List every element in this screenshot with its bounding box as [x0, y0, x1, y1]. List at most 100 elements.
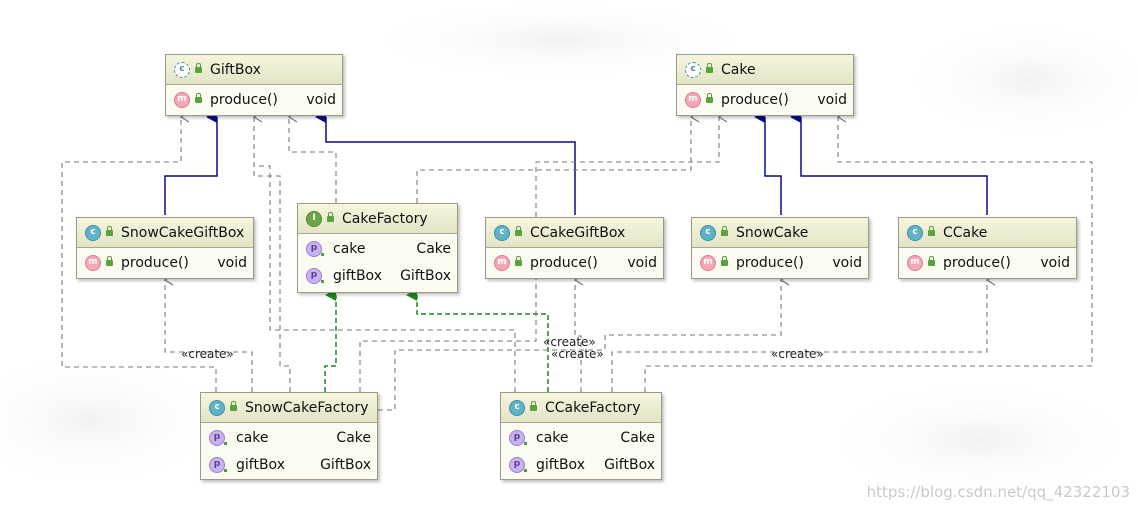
method-row[interactable]: m produce() void [677, 86, 853, 113]
method-row[interactable]: m produce() void [166, 86, 342, 113]
dep-ccakefactory-cake [644, 117, 1093, 392]
public-icon [706, 62, 713, 73]
field-icon: p [209, 429, 225, 446]
class-ccakegiftbox[interactable]: c CCakeGiftBox m produce() void [485, 217, 664, 279]
member-name: produce() [210, 91, 278, 108]
class-name: GiftBox [210, 61, 261, 78]
field-row[interactable]: p cake Cake [501, 424, 661, 451]
class-header: c GiftBox [166, 55, 342, 85]
field-icon: p [306, 240, 322, 257]
public-icon [195, 92, 202, 103]
public-icon [321, 253, 324, 256]
public-icon [327, 211, 334, 222]
method-row[interactable]: m produce() void [692, 249, 868, 276]
class-name: CCakeGiftBox [530, 224, 626, 241]
public-icon [928, 225, 935, 236]
field-row[interactable]: p cake Cake [298, 235, 457, 262]
public-icon [515, 225, 522, 236]
member-name: cake [536, 429, 569, 446]
class-ccakefactory[interactable]: c CCakeFactory p cake Cake p giftBox Gif… [500, 392, 662, 480]
public-icon [224, 469, 227, 472]
field-row[interactable]: p giftBox GiftBox [298, 262, 457, 289]
method-icon: m [494, 254, 510, 271]
method-icon: m [85, 254, 101, 271]
edge-snowcakegiftbox-giftbox [164, 111, 218, 215]
dep-snowcakefactory-giftbox-a [61, 117, 217, 392]
class-icon: c [85, 224, 101, 241]
method-row[interactable]: m produce() void [77, 249, 253, 276]
dep-ccakefactory-giftbox [254, 165, 516, 392]
member-type: void [832, 254, 862, 271]
public-icon [230, 400, 237, 411]
member-type: void [306, 91, 336, 108]
interface-icon: I [306, 210, 322, 227]
member-type: void [627, 254, 657, 271]
member-type: GiftBox [320, 456, 371, 473]
edge-snowcake-cake [754, 111, 782, 215]
member-type: GiftBox [400, 267, 451, 284]
create-label: «create» [181, 347, 234, 361]
member-name: giftBox [333, 267, 382, 284]
field-row[interactable]: p cake Cake [201, 424, 377, 451]
class-name: SnowCakeGiftBox [121, 224, 245, 241]
field-row[interactable]: p giftBox GiftBox [201, 451, 377, 478]
member-name: produce() [530, 254, 598, 271]
public-icon [106, 255, 113, 266]
class-icon: c [494, 224, 510, 241]
class-header: c SnowCakeFactory [201, 393, 377, 423]
member-name: cake [333, 240, 366, 257]
edge-ccake-cake [790, 111, 988, 215]
class-snowcakefactory[interactable]: c SnowCakeFactory p cake Cake p giftBox … [200, 392, 378, 480]
public-icon [721, 225, 728, 236]
class-icon: c [209, 399, 225, 416]
member-type: GiftBox [604, 456, 655, 473]
method-icon: m [174, 91, 190, 108]
class-name: SnowCake [736, 224, 809, 241]
method-row[interactable]: m produce() void [899, 249, 1076, 276]
class-header: c SnowCake [692, 218, 868, 248]
class-header: I CakeFactory [298, 204, 457, 234]
public-icon [515, 255, 522, 266]
public-icon [524, 469, 527, 472]
method-icon: m [685, 91, 701, 108]
create-label: «create» [771, 347, 824, 361]
member-name: produce() [121, 254, 189, 271]
class-snowcake[interactable]: c SnowCake m produce() void [691, 217, 869, 279]
member-type: void [217, 254, 247, 271]
class-ccake[interactable]: c CCake m produce() void [898, 217, 1077, 279]
dep-snowcakefactory-giftbox-b [254, 117, 291, 392]
class-cake[interactable]: c Cake m produce() void [676, 54, 854, 116]
class-name: CCakeFactory [545, 399, 641, 416]
class-name: CakeFactory [342, 210, 428, 227]
field-row[interactable]: p giftBox GiftBox [501, 451, 661, 478]
class-header: c CCakeGiftBox [486, 218, 663, 248]
class-header: c CCakeFactory [501, 393, 661, 423]
class-name: SnowCakeFactory [245, 399, 369, 416]
public-icon [706, 92, 713, 103]
implements-edges [164, 111, 988, 215]
class-cakefactory[interactable]: I CakeFactory p cake Cake p giftBox Gift… [297, 203, 458, 293]
class-name: Cake [721, 61, 756, 78]
class-icon: c [509, 399, 525, 416]
interface-icon: c [174, 61, 190, 78]
dep-ccakefactory-ccake [611, 280, 987, 392]
class-giftbox[interactable]: c GiftBox m produce() void [165, 54, 343, 116]
create-label: «create» [543, 335, 596, 349]
method-row[interactable]: m produce() void [486, 249, 663, 276]
class-icon: c [700, 224, 716, 241]
create-label: «create» [551, 347, 604, 361]
class-icon: c [907, 224, 923, 241]
watermark: https://blog.csdn.net/qq_42322103 [866, 483, 1130, 501]
dep-snowcakefactory-snowcakegiftbox [165, 280, 253, 392]
class-header: c Cake [677, 55, 853, 85]
member-name: produce() [943, 254, 1011, 271]
public-icon [721, 255, 728, 266]
dependency-edges [61, 117, 1093, 411]
class-snowcakegiftbox[interactable]: c SnowCakeGiftBox m produce() void [76, 217, 254, 279]
public-icon [106, 225, 113, 236]
class-header: c CCake [899, 218, 1076, 248]
member-type: void [1040, 254, 1070, 271]
public-icon [524, 442, 527, 445]
